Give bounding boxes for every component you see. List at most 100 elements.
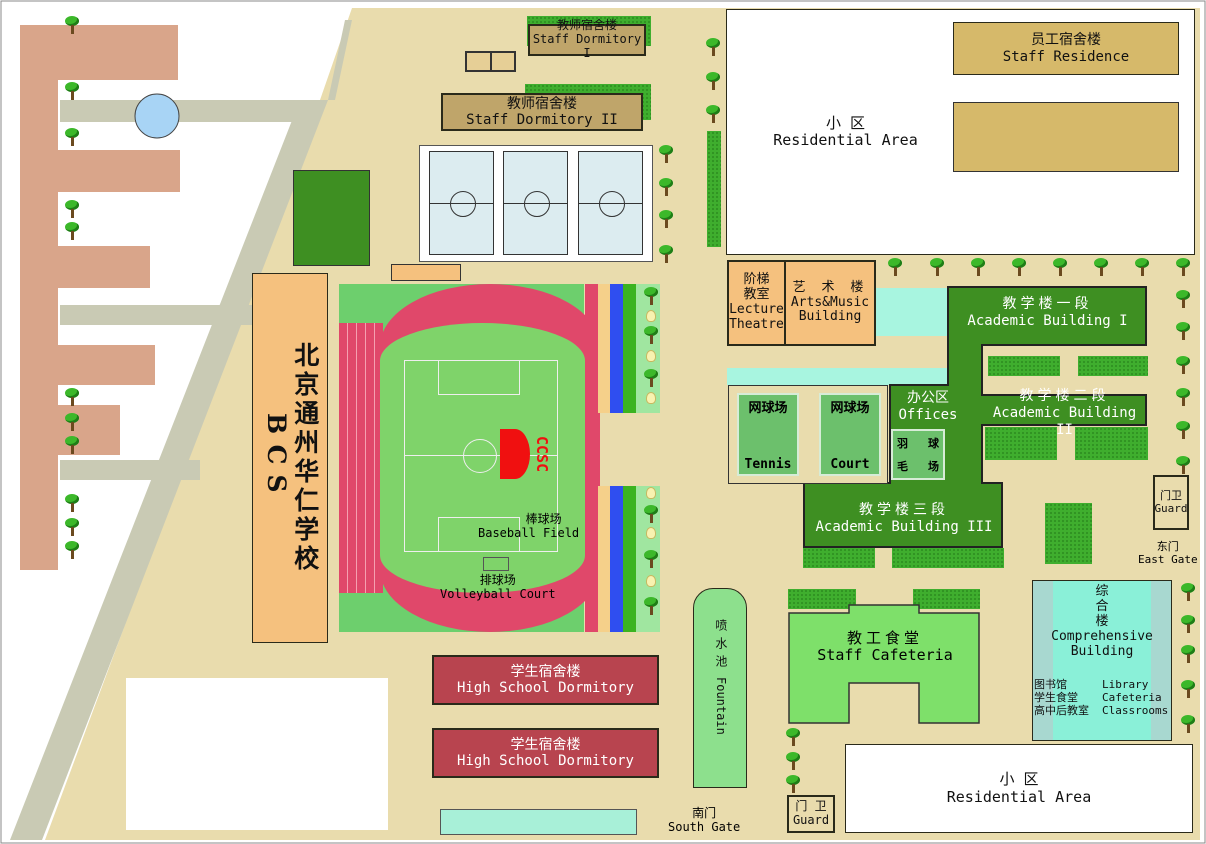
side-strips-top bbox=[585, 284, 660, 413]
tree-icon bbox=[1180, 583, 1196, 601]
tree-icon bbox=[1175, 421, 1191, 439]
tree-icon bbox=[643, 550, 659, 568]
tree-icon bbox=[785, 728, 801, 746]
tree-icon bbox=[64, 222, 80, 240]
lawn bbox=[803, 548, 875, 568]
label-cn: 员工宿舍楼 bbox=[1031, 32, 1101, 49]
tree-icon bbox=[705, 105, 721, 123]
tree-icon bbox=[64, 128, 80, 146]
straight-track bbox=[339, 323, 383, 593]
volleyball-net bbox=[483, 557, 509, 571]
label-en: High School Dormitory bbox=[456, 753, 634, 769]
lawn bbox=[985, 427, 1057, 460]
lawn bbox=[1078, 356, 1148, 376]
aqua-path bbox=[727, 368, 949, 385]
basketball-court bbox=[429, 151, 494, 255]
tree-icon bbox=[64, 16, 80, 34]
tree-icon bbox=[1175, 356, 1191, 374]
label-en: Residential Area bbox=[946, 787, 1092, 806]
badminton-court[interactable]: 羽球毛场 bbox=[891, 429, 945, 480]
lawn bbox=[1045, 503, 1092, 564]
lamp-icon bbox=[646, 487, 656, 499]
aqua-path bbox=[876, 288, 948, 336]
tree-icon bbox=[64, 200, 80, 218]
cafeteria-shape bbox=[788, 604, 980, 724]
basketball-court bbox=[503, 151, 568, 255]
tree-icon bbox=[643, 505, 659, 523]
label-en: Guard bbox=[792, 813, 830, 827]
fountain[interactable]: 喷水池 Fountain bbox=[693, 588, 747, 788]
tree-icon bbox=[1180, 715, 1196, 733]
penalty-box bbox=[438, 360, 520, 395]
tree-icon bbox=[658, 178, 674, 196]
tree-icon bbox=[64, 518, 80, 536]
tree-icon bbox=[643, 597, 659, 615]
tree-icon bbox=[970, 258, 986, 276]
lawn bbox=[892, 548, 1004, 568]
tree-icon bbox=[64, 413, 80, 431]
blank-area bbox=[126, 678, 388, 830]
tree-icon bbox=[64, 541, 80, 559]
school-logo: CCSC bbox=[500, 425, 560, 483]
label-en: Fountain bbox=[713, 677, 728, 735]
tree-icon bbox=[705, 38, 721, 56]
tree-icon bbox=[785, 752, 801, 770]
lawn bbox=[913, 589, 980, 609]
tree-icon bbox=[643, 287, 659, 305]
label-en: Residential Area bbox=[773, 131, 918, 149]
lamp-icon bbox=[646, 527, 656, 539]
tree-icon bbox=[1180, 615, 1196, 633]
lawn bbox=[1075, 427, 1148, 460]
label-cn: 学生宿舍楼 bbox=[510, 663, 581, 680]
label-en: High School Dormitory bbox=[456, 680, 634, 696]
lawn bbox=[788, 589, 856, 609]
basketball-court bbox=[578, 151, 643, 255]
tree-icon bbox=[1175, 258, 1191, 276]
tree-icon bbox=[785, 775, 801, 793]
small-orange-lot bbox=[391, 264, 461, 281]
aqua-building bbox=[440, 809, 637, 835]
academic-complex-shape bbox=[803, 286, 1147, 548]
tree-icon bbox=[1134, 258, 1150, 276]
left-school-building[interactable]: 北京通州华仁学校 BCS bbox=[252, 273, 328, 643]
label-cn: 小 区 bbox=[999, 770, 1039, 789]
label-cn: 喷水池 bbox=[713, 619, 728, 673]
tree-icon bbox=[658, 145, 674, 163]
tree-icon bbox=[64, 494, 80, 512]
tree-icon bbox=[1175, 388, 1191, 406]
tree-icon bbox=[929, 258, 945, 276]
label-cn: 教师宿舍楼 bbox=[507, 95, 577, 112]
lamp-icon bbox=[646, 350, 656, 362]
label-en: Staff Dormitory II bbox=[466, 112, 618, 128]
small-building bbox=[465, 51, 516, 72]
tree-icon bbox=[658, 210, 674, 228]
tree-icon bbox=[1175, 290, 1191, 308]
residence-block bbox=[953, 102, 1179, 172]
label-cn: 门 卫 bbox=[795, 799, 827, 814]
lawn bbox=[988, 356, 1060, 376]
school-name-cn: 北京通州华仁学校 bbox=[290, 342, 320, 574]
label-cn: 小 区 bbox=[825, 113, 866, 132]
